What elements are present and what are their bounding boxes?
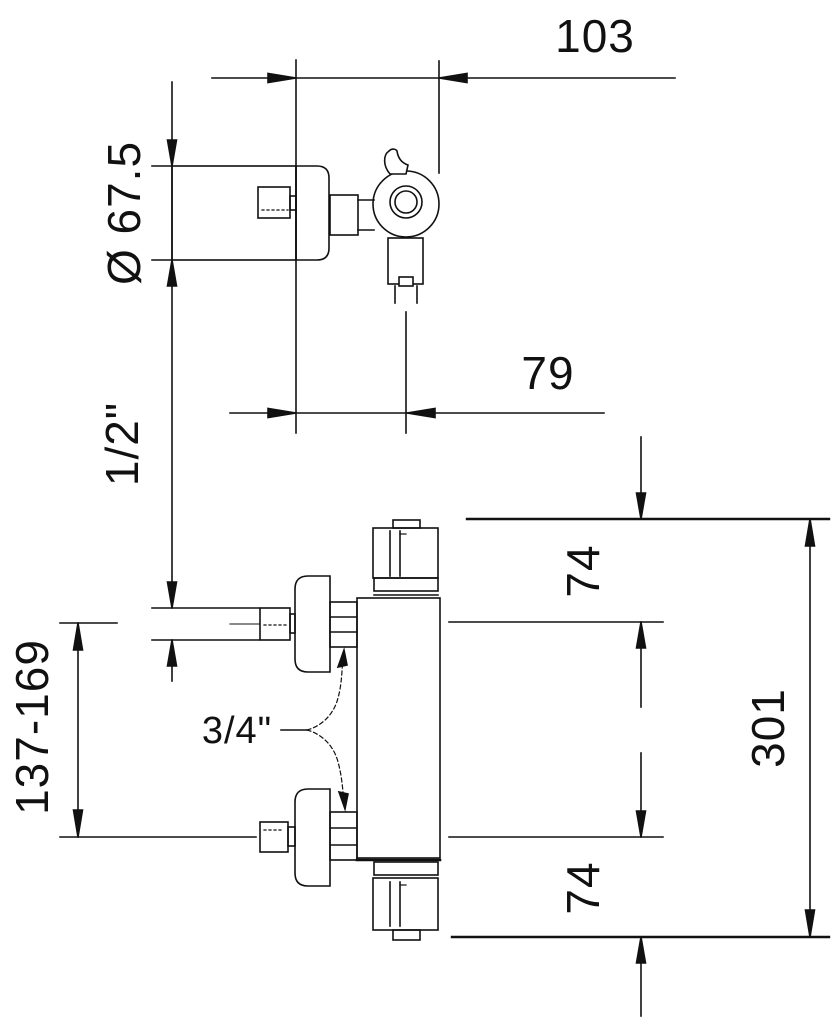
side-knob-ring-outer (389, 185, 423, 219)
dim-74-bottom-label: 74 (557, 861, 609, 914)
dim-inlet-connection-label: 3/4" (202, 710, 272, 752)
upper-union-nut (329, 601, 358, 648)
arrowhead (337, 790, 349, 813)
arrowhead (406, 407, 436, 419)
arrowhead (166, 259, 178, 287)
arrowhead (72, 809, 84, 838)
arrowhead (635, 810, 647, 838)
front-bottom-skirt (373, 861, 439, 876)
dim-inlet-spacing-label: 137-169 (6, 639, 58, 815)
dim-79: 79 (229, 311, 605, 434)
front-top-cap (392, 519, 421, 529)
side-view (151, 148, 440, 304)
arrowhead (635, 936, 647, 964)
arrowhead (635, 621, 647, 649)
dim-74-top-label: 74 (557, 544, 609, 597)
leader-three-quarter: 3/4" (202, 646, 349, 813)
arrowhead (72, 622, 84, 651)
dim-half-inch-label: 1/2" (96, 402, 148, 486)
dim-diameter-label: Ø 67.5 (98, 141, 150, 285)
leader-branch-lower (306, 729, 345, 805)
side-knob (372, 170, 440, 238)
side-screw (257, 186, 291, 219)
arrowhead (166, 581, 178, 609)
side-knob-ring-inner (394, 190, 418, 214)
front-body (356, 597, 441, 859)
side-outlet-tab (398, 276, 414, 287)
dim-right-side: 74 74 301 (448, 436, 831, 1017)
dim-79-label: 79 (521, 347, 574, 399)
upper-screw (259, 607, 291, 641)
dim-103-label: 103 (555, 10, 635, 62)
arrowhead (166, 139, 178, 167)
front-top-skirt (373, 577, 439, 592)
dim-301-label: 301 (742, 688, 794, 768)
front-bottom-handle (372, 877, 439, 931)
lower-flange (294, 788, 331, 887)
leader-branch-upper (306, 654, 344, 731)
front-top-handle (372, 527, 439, 579)
arrowhead (166, 639, 178, 667)
side-screw-step (289, 195, 297, 211)
lower-union-nut (329, 811, 358, 861)
arrowhead (438, 72, 468, 84)
dim-137-169: 137-169 (6, 622, 257, 838)
side-knob-tab (383, 148, 409, 175)
lower-screw-step (287, 826, 296, 847)
lower-screw (259, 821, 289, 853)
arrowhead (267, 407, 297, 419)
side-union-nut (329, 194, 359, 236)
arrowhead (804, 518, 816, 547)
dim-diameter-and-outlet: Ø 67.5 1/2" (96, 81, 178, 682)
arrowhead (635, 492, 647, 520)
side-body (171, 165, 297, 261)
front-bottom-cap (392, 929, 421, 941)
arrowhead (336, 646, 348, 669)
front-view (151, 519, 442, 941)
side-flange (295, 165, 330, 261)
upper-flange (294, 575, 331, 673)
dim-103: 103 (211, 10, 676, 434)
arrowhead (267, 72, 297, 84)
arrowhead (804, 909, 816, 938)
